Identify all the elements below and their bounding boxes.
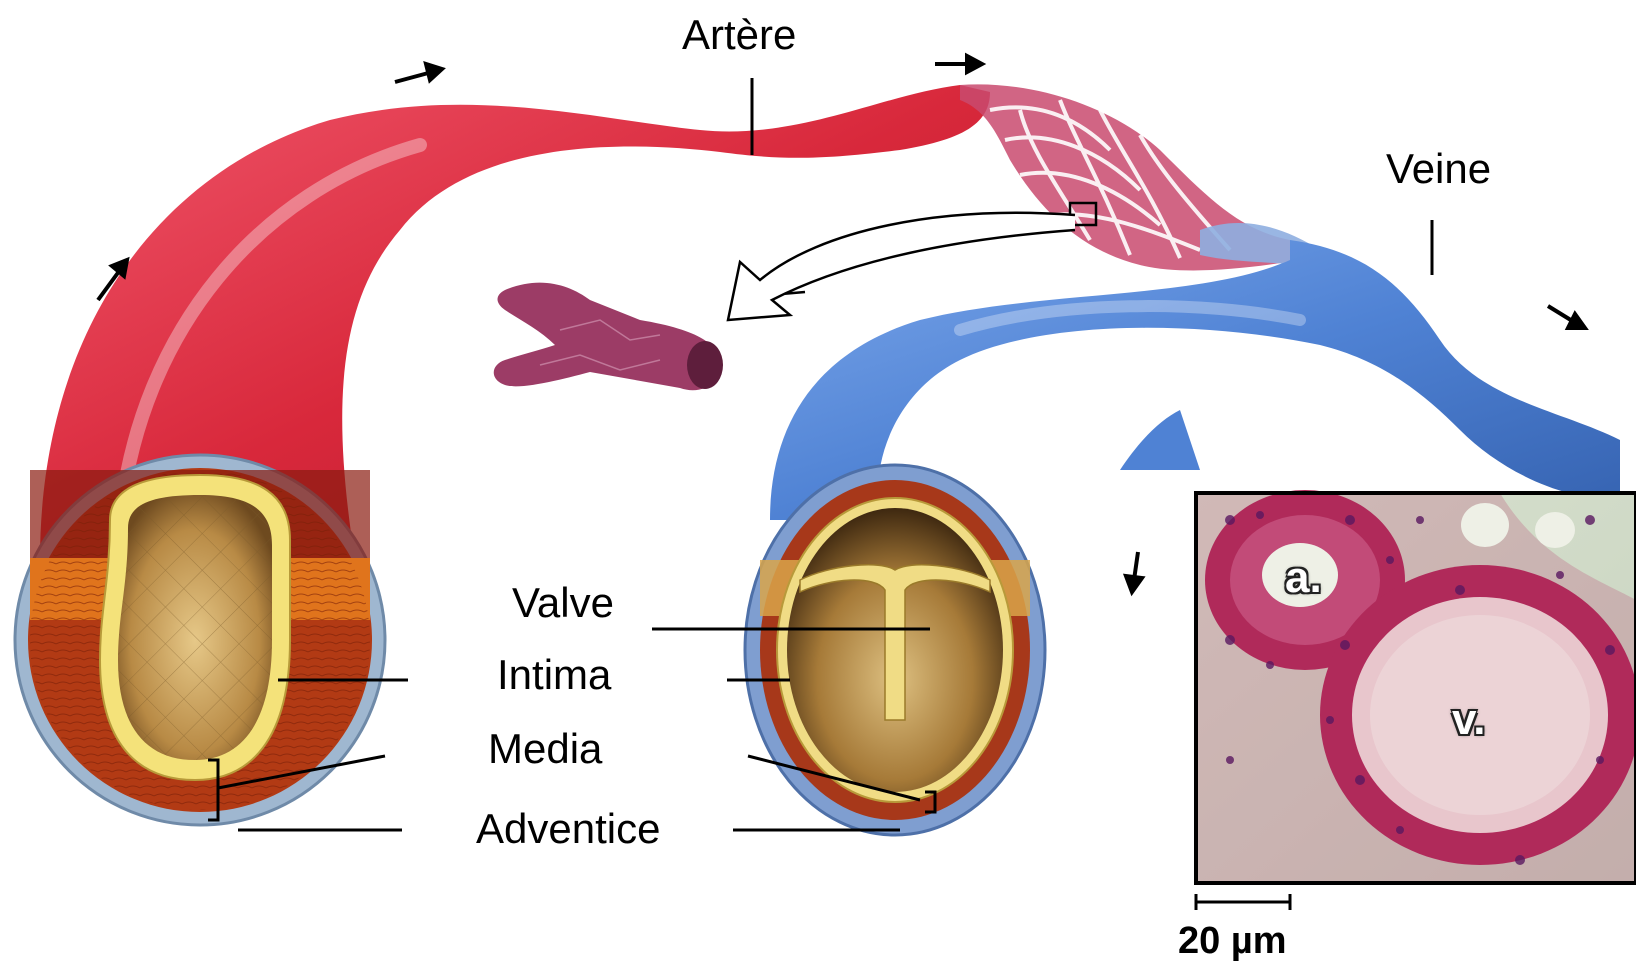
histology-vein-mark: v.	[1452, 695, 1485, 745]
media-label: Media	[488, 728, 602, 770]
valve-label: Valve	[512, 582, 614, 624]
capillary-bed	[960, 84, 1320, 270]
flow-arrow-4	[1548, 306, 1585, 328]
flow-arrow-1	[395, 64, 442, 82]
flow-arrow-2	[935, 56, 982, 72]
vein-cross-section	[745, 465, 1045, 835]
artery-cross-section	[15, 455, 385, 825]
histology-micrograph	[1196, 490, 1636, 883]
intima-label: Intima	[497, 654, 611, 696]
histology-artery-mark: a.	[1285, 553, 1322, 603]
scale-bar-label: 20 µm	[1178, 920, 1287, 963]
scale-bar	[1196, 894, 1290, 910]
flow-arrow-5	[1126, 552, 1142, 592]
capillary-detail	[494, 283, 723, 391]
artery-label: Artère	[682, 14, 796, 56]
adventice-label: Adventice	[476, 808, 660, 850]
vein-label: Veine	[1386, 148, 1491, 190]
